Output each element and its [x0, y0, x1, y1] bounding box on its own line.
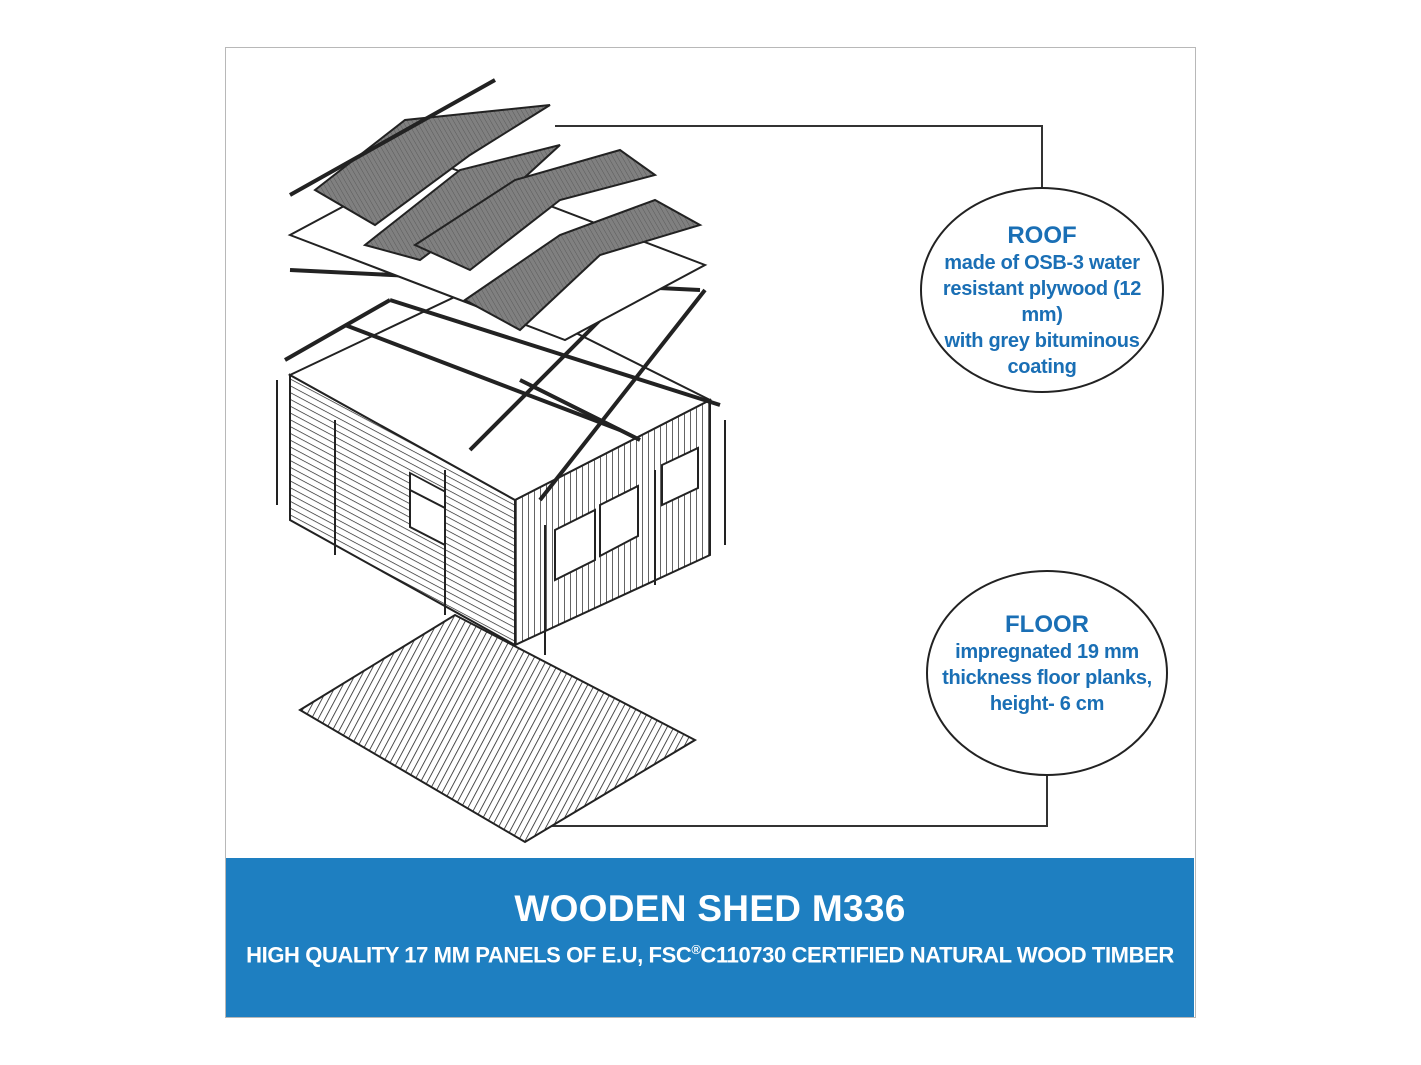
- product-title: WOODEN SHED M336: [514, 888, 906, 929]
- floor-line: height- 6 cm: [989, 693, 1105, 715]
- floor-planks: [298, 613, 698, 844]
- floor-callout: FLOOR impregnated 19 mm thickness floor …: [927, 611, 1167, 717]
- roof-callout: ROOF made of OSB-3 water resistant plywo…: [921, 222, 1163, 380]
- shed-walls: [276, 283, 726, 655]
- roof-line: resistant plywood (12 mm): [942, 278, 1142, 326]
- floor-callout-ellipse: [926, 570, 1168, 776]
- registered-mark: ®: [691, 942, 701, 957]
- floor-line: thickness floor planks,: [942, 667, 1152, 689]
- roof-line: made of OSB-3 water: [944, 252, 1140, 274]
- roof-line: coating: [1007, 356, 1077, 378]
- floor-connector-line: [545, 775, 1048, 827]
- product-subtitle: HIGH QUALITY 17 MM PANELS OF E.U, FSC®C1…: [226, 942, 1194, 968]
- roof-connector-line: [555, 125, 1043, 188]
- roof-callout-ellipse: [920, 187, 1164, 393]
- product-banner: WOODEN SHED M336 HIGH QUALITY 17 MM PANE…: [226, 858, 1194, 1017]
- floor-line: impregnated 19 mm: [955, 641, 1139, 663]
- floor-heading: FLOOR: [1005, 611, 1089, 638]
- subtitle-part: HIGH QUALITY 17 MM PANELS OF E.U, FSC: [246, 942, 692, 968]
- roof-heading: ROOF: [1007, 222, 1077, 249]
- subtitle-part: C110730 CERTIFIED NATURAL WOOD TIMBER: [700, 942, 1175, 968]
- roof-line: with grey bituminous: [944, 330, 1140, 352]
- roof-panels: [287, 78, 708, 342]
